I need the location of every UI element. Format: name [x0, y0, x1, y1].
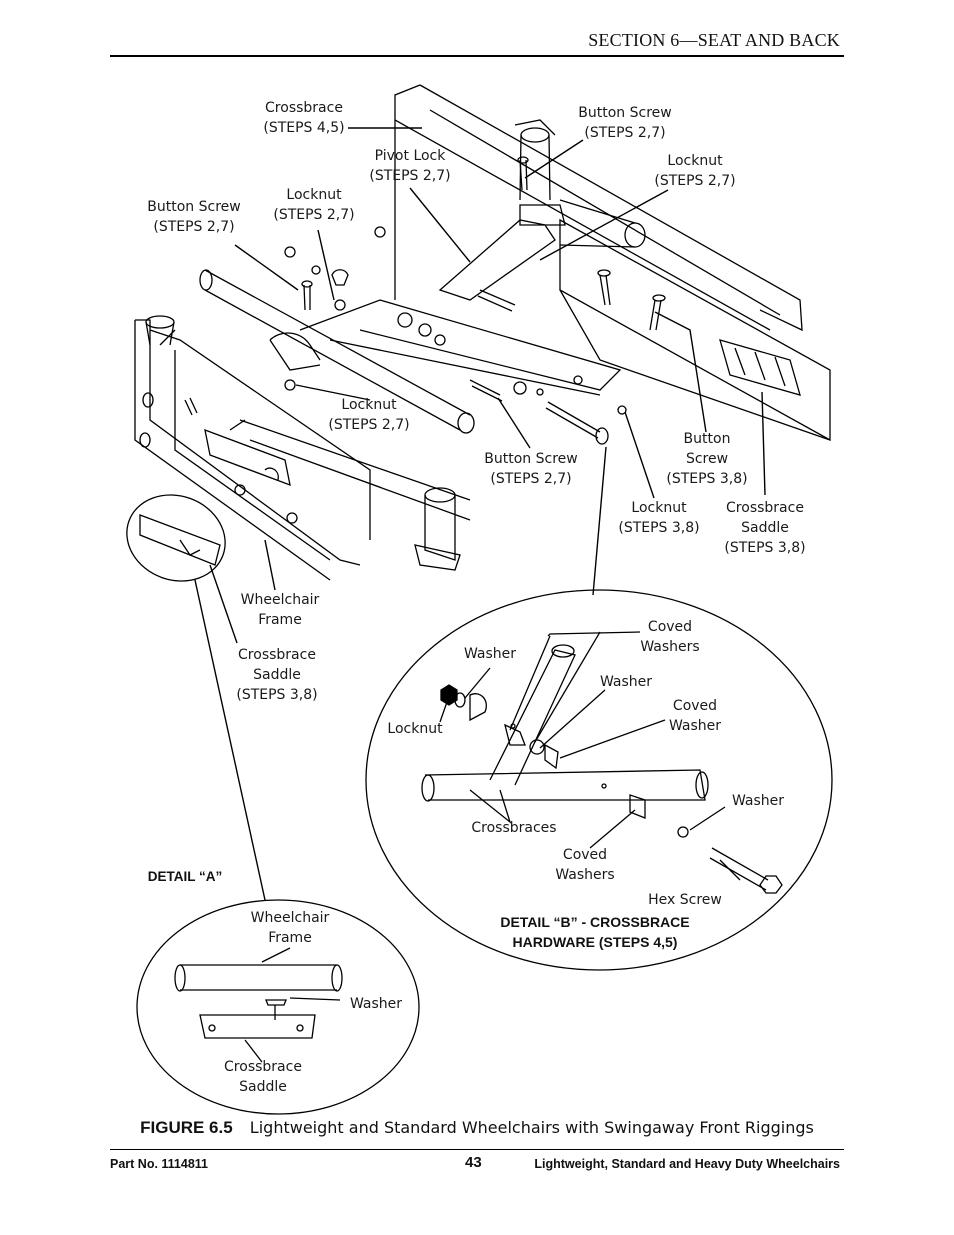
- section-header: SECTION 6—SEAT AND BACK: [588, 30, 840, 50]
- detail-a-label-wheelchair-frame: Wheelchair Frame: [250, 910, 330, 946]
- label-locknut-top-mid: Locknut (STEPS 2,7): [273, 187, 355, 223]
- detail-b-label-hex-screw: Hex Screw: [648, 892, 722, 908]
- label-button-screw-top-right: Button Screw (STEPS 2,7): [578, 105, 672, 141]
- footer-doc-title: Lightweight, Standard and Heavy Duty Whe…: [534, 1157, 840, 1171]
- detail-a-label-washer: Washer: [349, 996, 403, 1012]
- label-crossbrace-saddle-left: Crossbrace Saddle (STEPS 3,8): [236, 647, 318, 703]
- detail-b-label-washer-3: Washer: [731, 793, 785, 809]
- label-locknut-right: Locknut (STEPS 3,8): [618, 500, 700, 536]
- label-crossbrace-saddle-right: Crossbrace Saddle (STEPS 3,8): [724, 500, 806, 556]
- figure-number: FIGURE 6.5: [140, 1118, 233, 1137]
- detail-a-label-crossbrace-saddle: Crossbrace Saddle: [224, 1059, 302, 1095]
- footer-page-number: 43: [465, 1154, 482, 1171]
- label-crossbrace: Crossbrace (STEPS 4,5): [263, 100, 345, 136]
- label-button-screw-left: Button Screw (STEPS 2,7): [147, 199, 241, 235]
- detail-a-callout-oval: [126, 494, 226, 582]
- figure-caption: FIGURE 6.5 Lightweight and Standard Whee…: [0, 1118, 954, 1138]
- detail-b-label-coved-washers-top: Coved Washers: [640, 619, 700, 655]
- label-locknut-mid: Locknut (STEPS 2,7): [328, 397, 410, 433]
- header-rule: [110, 55, 844, 57]
- detail-a-oval: [136, 899, 420, 1115]
- detail-b-label-coved-washer: Coved Washer: [668, 698, 722, 734]
- detail-b-label-coved-washers-bottom: Coved Washers: [555, 847, 615, 883]
- detail-a-title: DETAIL “A”: [147, 869, 223, 884]
- label-button-screw-right: Button Screw (STEPS 3,8): [666, 431, 748, 487]
- label-pivot-lock: Pivot Lock (STEPS 2,7): [369, 148, 451, 184]
- detail-b-title: DETAIL “B” - CROSSBRACE HARDWARE (STEPS …: [500, 914, 690, 950]
- footer-rule: [110, 1149, 844, 1150]
- leader-lines: [194, 127, 766, 901]
- label-button-screw-mid: Button Screw (STEPS 2,7): [484, 451, 578, 487]
- detail-b-label-washer-2: Washer: [599, 674, 653, 690]
- figure-caption-text: Lightweight and Standard Wheelchairs wit…: [249, 1118, 814, 1137]
- detail-b-label-washer-1: Washer: [463, 646, 517, 662]
- label-locknut-top-right: Locknut (STEPS 2,7): [654, 153, 736, 189]
- detail-b-label-locknut: Locknut: [387, 721, 443, 737]
- detail-b-label-crossbraces: Crossbraces: [471, 820, 557, 836]
- detail-b-oval: [365, 589, 833, 971]
- main-frame-drawing: [134, 84, 831, 581]
- label-wheelchair-frame-left: Wheelchair Frame: [240, 592, 320, 628]
- footer-part-number: Part No. 1114811: [110, 1157, 208, 1171]
